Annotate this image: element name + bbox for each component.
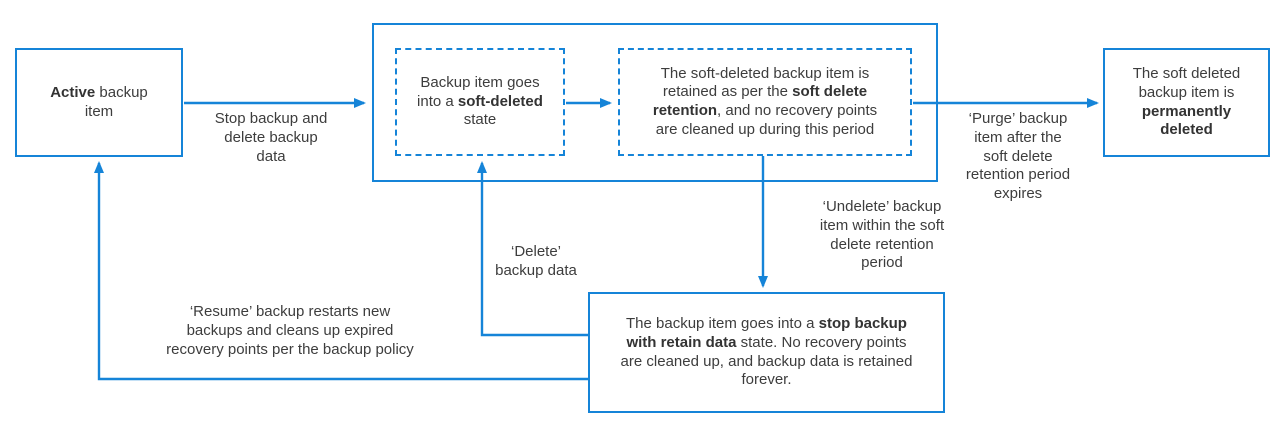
node-stop-backup-retain-data: The backup item goes into a stop backup … bbox=[588, 292, 945, 413]
edge-label-delete: ‘Delete’ backup data bbox=[495, 243, 577, 279]
node-soft-delete-retention-text: The soft-deleted backup item is retained… bbox=[652, 64, 878, 138]
soft-delete-container-frame bbox=[372, 23, 938, 182]
node-active-backup-item-text: Active backup item bbox=[50, 83, 148, 120]
node-permanently-deleted: The soft deleted backup item is permanen… bbox=[1103, 48, 1270, 157]
arrow-delete-backup-data bbox=[477, 161, 588, 337]
node-permanently-deleted-text: The soft deleted backup item is permanen… bbox=[1132, 65, 1241, 139]
edge-label-purge: ‘Purge’ backup item after the soft delet… bbox=[965, 110, 1071, 202]
edge-label-resume: ‘Resume’ backup restarts new backups and… bbox=[166, 303, 414, 358]
node-stop-backup-retain-data-text: The backup item goes into a stop backup … bbox=[620, 315, 913, 389]
arrow-resume-backup bbox=[94, 161, 588, 381]
edge-label-undelete: ‘Undelete’ backup item within the soft d… bbox=[819, 198, 945, 272]
node-soft-delete-retention: The soft-deleted backup item is retained… bbox=[618, 48, 912, 156]
edge-label-stop-backup: Stop backup and delete backup data bbox=[214, 110, 328, 165]
node-soft-deleted-state-text: Backup item goes into a soft-deleted sta… bbox=[417, 73, 543, 129]
node-soft-deleted-state: Backup item goes into a soft-deleted sta… bbox=[395, 48, 565, 156]
node-active-backup-item: Active backup item bbox=[15, 48, 183, 157]
